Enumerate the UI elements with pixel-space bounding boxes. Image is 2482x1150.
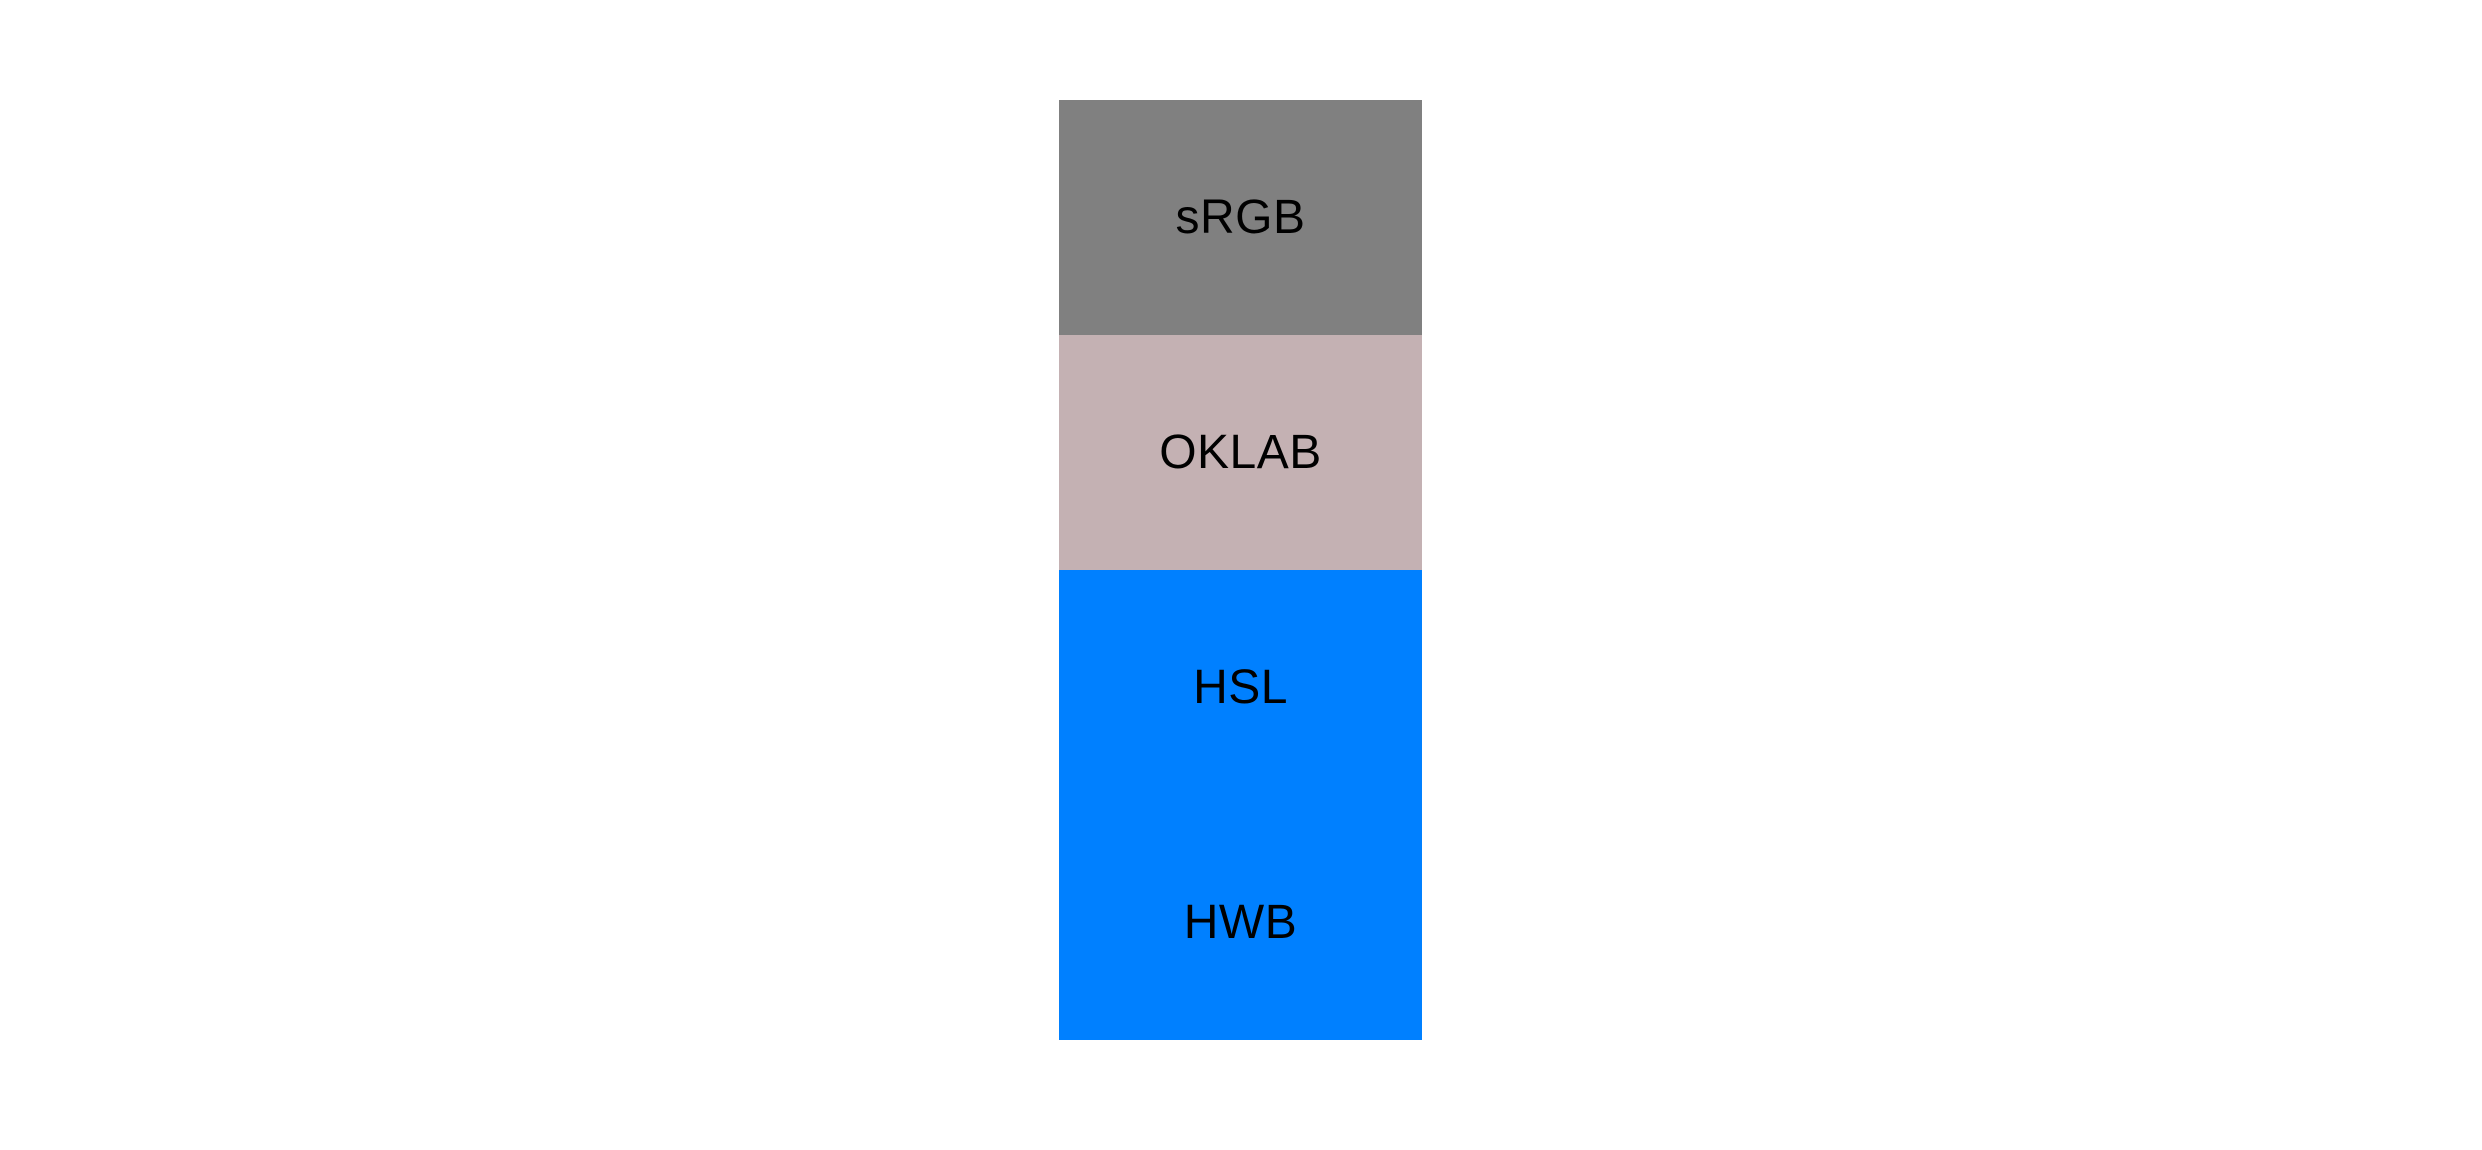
swatch-label-srgb: sRGB (1175, 190, 1306, 244)
swatch-hwb[interactable]: HWB (1059, 805, 1422, 1040)
swatch-label-hwb: HWB (1183, 895, 1298, 949)
swatch-oklab[interactable]: OKLAB (1059, 335, 1422, 570)
swatch-label-oklab: OKLAB (1159, 425, 1322, 479)
color-space-swatch-stack: sRGB OKLAB HSL HWB (1059, 100, 1422, 1040)
swatch-hsl[interactable]: HSL (1059, 570, 1422, 805)
swatch-srgb[interactable]: sRGB (1059, 100, 1422, 335)
swatch-label-hsl: HSL (1193, 660, 1288, 714)
